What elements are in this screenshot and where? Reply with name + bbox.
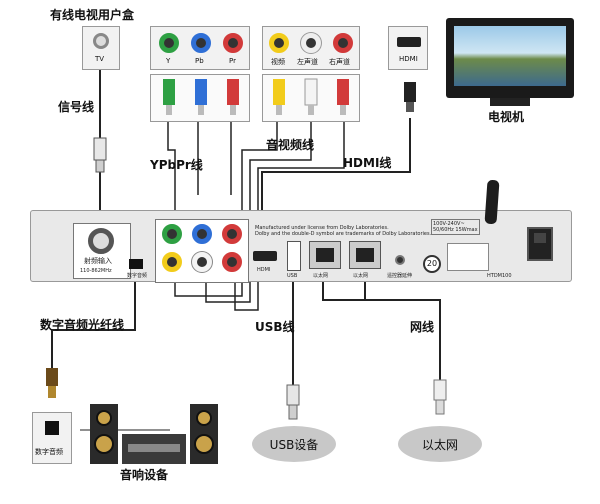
ethernet-bubble: 以太网 [398, 426, 482, 462]
usb-line-label: USB线 [255, 320, 295, 334]
optical-cable [51, 268, 136, 368]
video-label: 视频 [271, 58, 285, 66]
ypbpr-line-label: YPbPr线 [150, 158, 203, 172]
usb-port-label: USB [287, 273, 298, 279]
ypbpr-plugs [150, 74, 250, 122]
pb-jack [191, 33, 211, 53]
set-top-box: 射频输入 110-862MHz 数字音频 Manufactured under … [30, 210, 572, 283]
pr-jack [223, 33, 243, 53]
power-rating: 100V-240V~ 50/60Hz 15Wmax [431, 219, 480, 235]
audio-system [90, 404, 220, 466]
info-label [447, 243, 489, 271]
hdmi-label: HDMI [399, 55, 418, 63]
remote-jack [395, 255, 405, 265]
y-label: Y [166, 57, 171, 65]
y-jack [159, 33, 179, 53]
av-output-block [155, 219, 249, 283]
lan-1-label: 以太网 [313, 273, 329, 279]
out-pr-jack [222, 224, 242, 244]
left-audio-label: 左声道 [297, 58, 318, 66]
optical-in-port [45, 421, 59, 435]
ethernet-cable [322, 270, 441, 380]
right-audio-label: 右声道 [329, 58, 350, 66]
ypbpr-cable [167, 120, 176, 240]
digital-audio-label: 数字音频 [35, 448, 63, 456]
right-audio-jack [333, 33, 353, 53]
television [446, 18, 574, 108]
amplifier [122, 434, 186, 464]
hdmi-out-label: HDMI [257, 267, 271, 273]
rf-range-label: 110-862MHz [80, 268, 112, 274]
lan-2-label: 以太网 [353, 273, 369, 279]
rf-input-jack [88, 228, 114, 254]
out-pb-jack [192, 224, 212, 244]
optical-out-port [129, 259, 143, 269]
left-audio-jack [301, 33, 321, 53]
model-label: HTDM100 [487, 273, 512, 279]
tv-screen [454, 26, 566, 86]
usb-device-bubble: USB设备 [252, 426, 336, 462]
right-speaker [190, 404, 218, 464]
av-panel: 视频 左声道 右声道 [262, 26, 360, 70]
rf-input-label: 射频输入 [84, 257, 112, 265]
video-jack [269, 33, 289, 53]
remote-jack-label: 遥控器延伸 [387, 273, 413, 279]
tv-coax-port [93, 33, 109, 49]
optical-line-label: 数字音频光纤线 [40, 318, 125, 332]
out-left-jack [192, 252, 212, 272]
out-y-jack [162, 224, 182, 244]
out-right-jack [222, 252, 242, 272]
cert-badge: 20 [423, 255, 441, 273]
cable-box-label: 有线电视用户盒 [50, 8, 135, 22]
hdmi-line-label: HDMI线 [343, 156, 392, 170]
out-video-jack [162, 252, 182, 272]
ypbpr-panel: Y Pb Pr [150, 26, 250, 70]
tv-port-label: TV [95, 55, 105, 63]
digital-audio-panel: 数字音频 [32, 412, 72, 464]
hdmi-out-port [253, 251, 277, 261]
net-line-label: 网线 [410, 320, 435, 334]
usb-port [287, 241, 301, 271]
hdmi-port [397, 37, 421, 47]
tv-label: 电视机 [488, 110, 525, 124]
left-speaker [90, 404, 118, 464]
lan-port-1 [309, 241, 341, 269]
rf-input-panel: 射频输入 110-862MHz [73, 223, 131, 279]
audio-equipment-label: 音响设备 [120, 468, 169, 482]
pr-label: Pr [229, 57, 236, 65]
signal-line-label: 信号线 [58, 100, 95, 114]
dolby-notice: Manufactured under license from Dolby La… [255, 225, 432, 237]
av-plugs [262, 74, 360, 122]
lan-port-2 [349, 241, 381, 269]
power-switch[interactable] [527, 227, 553, 261]
cert-badge-text: 20 [426, 259, 438, 268]
pb-label: Pb [195, 57, 204, 65]
tv-port-panel: TV [82, 26, 120, 70]
hdmi-panel: HDMI [388, 26, 428, 70]
av-line-label: 音视频线 [266, 138, 315, 152]
optical-out-label: 数字音频 [127, 273, 148, 279]
